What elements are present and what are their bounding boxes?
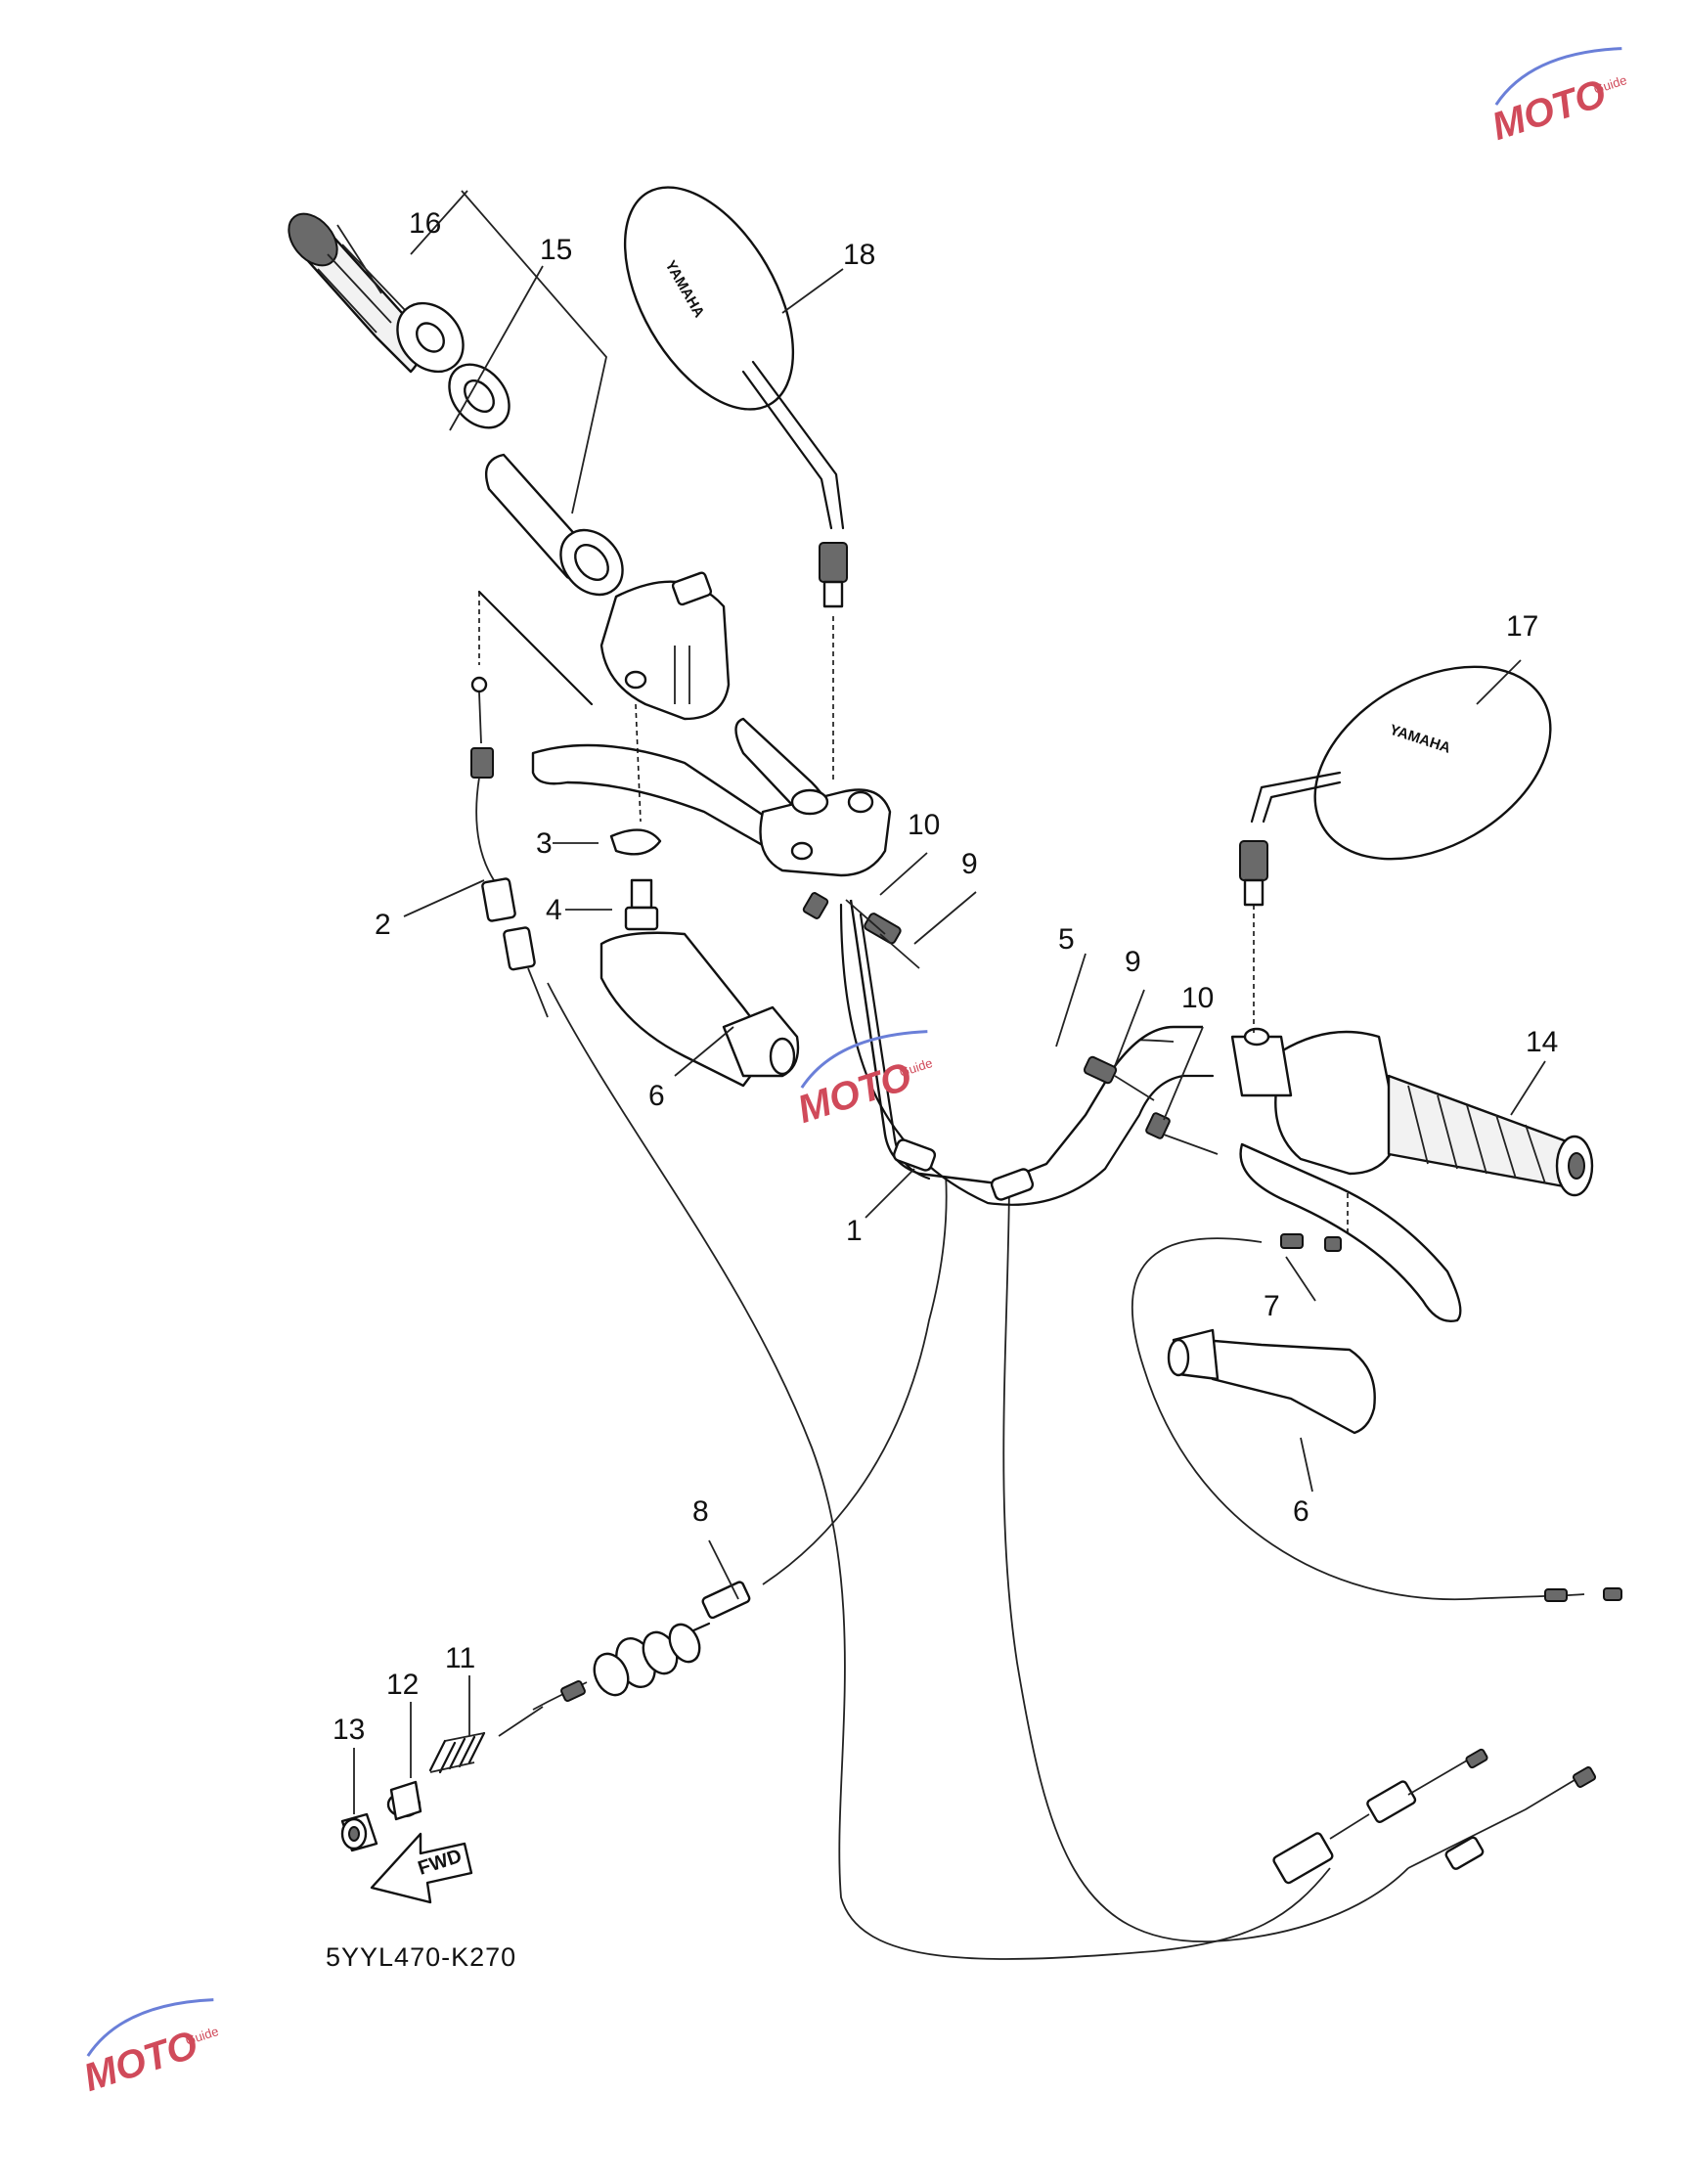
callout-18: 18	[843, 239, 875, 271]
nut-10-left	[802, 892, 829, 919]
throttle-tube	[484, 453, 624, 597]
adjuster-9-right	[1083, 1055, 1155, 1101]
grip-washer-15	[448, 363, 510, 429]
callout-12: 12	[386, 1669, 419, 1701]
left-grip-16	[288, 212, 465, 374]
cable-2	[470, 676, 549, 1018]
bolt-4	[624, 878, 659, 931]
callout-1: 1	[846, 1215, 863, 1247]
callout-6b: 6	[1293, 1495, 1309, 1528]
callout-6a: 6	[648, 1080, 665, 1112]
callout-16: 16	[409, 207, 441, 240]
left-handlebar-switch	[599, 571, 731, 721]
lever-cover-6-left	[599, 931, 800, 1088]
brake-lever	[1239, 1142, 1462, 1322]
callout-5: 5	[1058, 923, 1075, 956]
nut-13	[340, 1812, 378, 1852]
callout-9a: 9	[961, 848, 978, 880]
callout-17: 17	[1506, 610, 1538, 643]
cable-adjuster-8	[498, 1581, 751, 1737]
clutch-lever-holder	[531, 743, 892, 877]
watermark-top-right: MOTO Guide	[1486, 47, 1628, 149]
diagram-code: 5YYL470-K270	[326, 1942, 516, 1972]
callout-14: 14	[1526, 1026, 1558, 1058]
callout-8: 8	[692, 1495, 709, 1528]
callouts: 1 2 3 4 5 6 6 7 8 9 9 10 10 11 12 13 14 …	[333, 207, 1558, 1746]
cable-ends-bottom	[1272, 1233, 1622, 1885]
callout-3: 3	[536, 827, 553, 860]
callout-11: 11	[445, 1642, 475, 1674]
callout-10b: 10	[1181, 982, 1214, 1014]
clip-3	[609, 828, 662, 856]
fwd-arrow-icon: FWD	[370, 1832, 473, 1904]
mirror-left-18: YAMAHA	[623, 186, 848, 608]
callout-10a: 10	[908, 809, 940, 841]
callout-7: 7	[1264, 1290, 1280, 1322]
nut-10-right	[1145, 1112, 1219, 1155]
watermark-bottom-left: MOTO Guide	[78, 1998, 220, 2100]
callout-4: 4	[546, 894, 562, 926]
right-switch-grip-14	[1230, 1027, 1594, 1197]
collar-12	[386, 1780, 422, 1821]
lever-cover-6-right	[1167, 1328, 1376, 1435]
spring-11	[428, 1731, 486, 1774]
callout-15: 15	[540, 234, 572, 266]
callout-13: 13	[333, 1714, 365, 1746]
leader-lines	[353, 190, 1546, 1814]
callout-9b: 9	[1125, 946, 1141, 978]
mirror-right-17: YAMAHA	[1239, 665, 1552, 907]
callout-2: 2	[375, 909, 391, 941]
adjuster-9-left	[845, 899, 920, 969]
